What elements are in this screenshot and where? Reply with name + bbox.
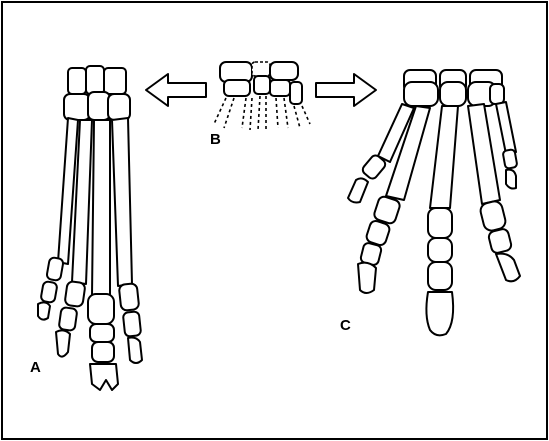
foot-a-digit-1 <box>38 257 64 320</box>
label-a: A <box>30 359 41 376</box>
foot-b <box>214 62 310 130</box>
foot-a-digit-4 <box>119 283 142 363</box>
foot-a <box>38 66 142 390</box>
foot-c-carpals <box>404 70 504 106</box>
foot-c-digit-5 <box>503 149 518 188</box>
arrow-left <box>146 74 206 106</box>
foot-a-carpals <box>64 66 130 120</box>
label-c: C <box>340 317 351 334</box>
foot-c-digit-3 <box>426 208 453 335</box>
label-b: B <box>210 131 221 148</box>
foot-c-metapodials <box>378 102 516 208</box>
foot-c-digit-2 <box>358 195 401 293</box>
foot-a-digit-2 <box>56 281 86 357</box>
foot-a-metapodials <box>58 118 132 296</box>
foot-c <box>348 70 520 335</box>
foot-c-digit-1 <box>348 153 387 202</box>
foot-a-digit-3 <box>88 294 118 390</box>
foot-c-digit-4 <box>479 200 520 282</box>
arrow-right <box>316 74 376 106</box>
